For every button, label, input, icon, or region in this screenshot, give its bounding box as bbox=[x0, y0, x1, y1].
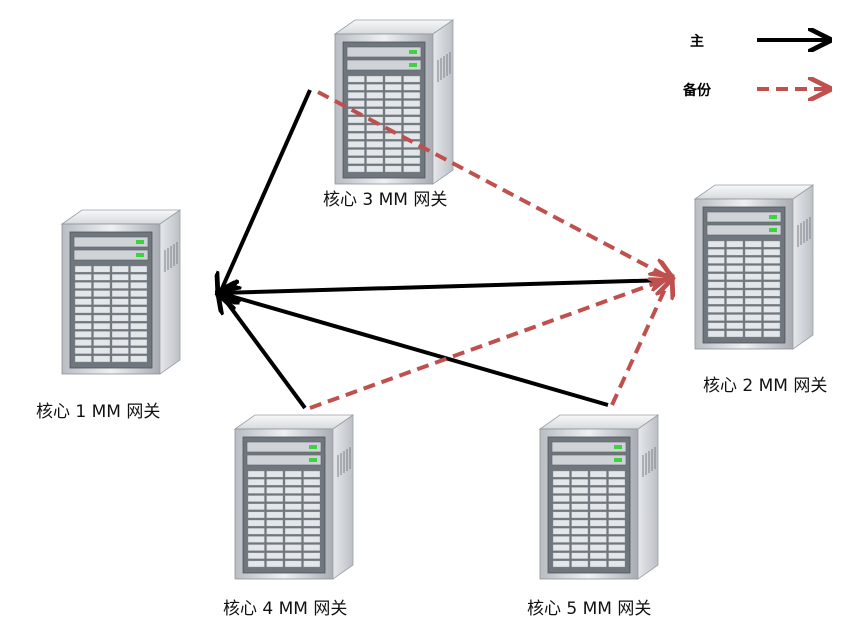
server-tower-icon bbox=[538, 414, 660, 580]
edge-backup-core3-to-core2 bbox=[317, 90, 670, 278]
edge-primary-core2-to-core1 bbox=[220, 278, 669, 293]
edge-primary-core5-to-core1 bbox=[220, 293, 609, 407]
edge-backup-core4-to-core2 bbox=[309, 278, 670, 410]
node-label-core1: 核心 1 MM 网关 bbox=[36, 402, 161, 422]
edge-primary-core3-to-core1 bbox=[220, 89, 312, 293]
server-tower-icon bbox=[333, 19, 455, 185]
server-tower-icon bbox=[233, 414, 355, 580]
legend-backup-label: 备份 bbox=[683, 83, 711, 99]
node-label-core5: 核心 5 MM 网关 bbox=[527, 599, 652, 619]
legend-primary-label: 主 bbox=[690, 34, 704, 50]
edge-primary-core4-to-core1 bbox=[220, 293, 307, 410]
node-label-core4: 核心 4 MM 网关 bbox=[223, 599, 348, 619]
server-tower-icon bbox=[60, 209, 182, 375]
node-label-core2: 核心 2 MM 网关 bbox=[703, 376, 828, 396]
server-tower-icon bbox=[693, 184, 815, 350]
node-label-core3: 核心 3 MM 网关 bbox=[323, 190, 448, 210]
edge-backup-core5-to-core2 bbox=[610, 278, 670, 406]
